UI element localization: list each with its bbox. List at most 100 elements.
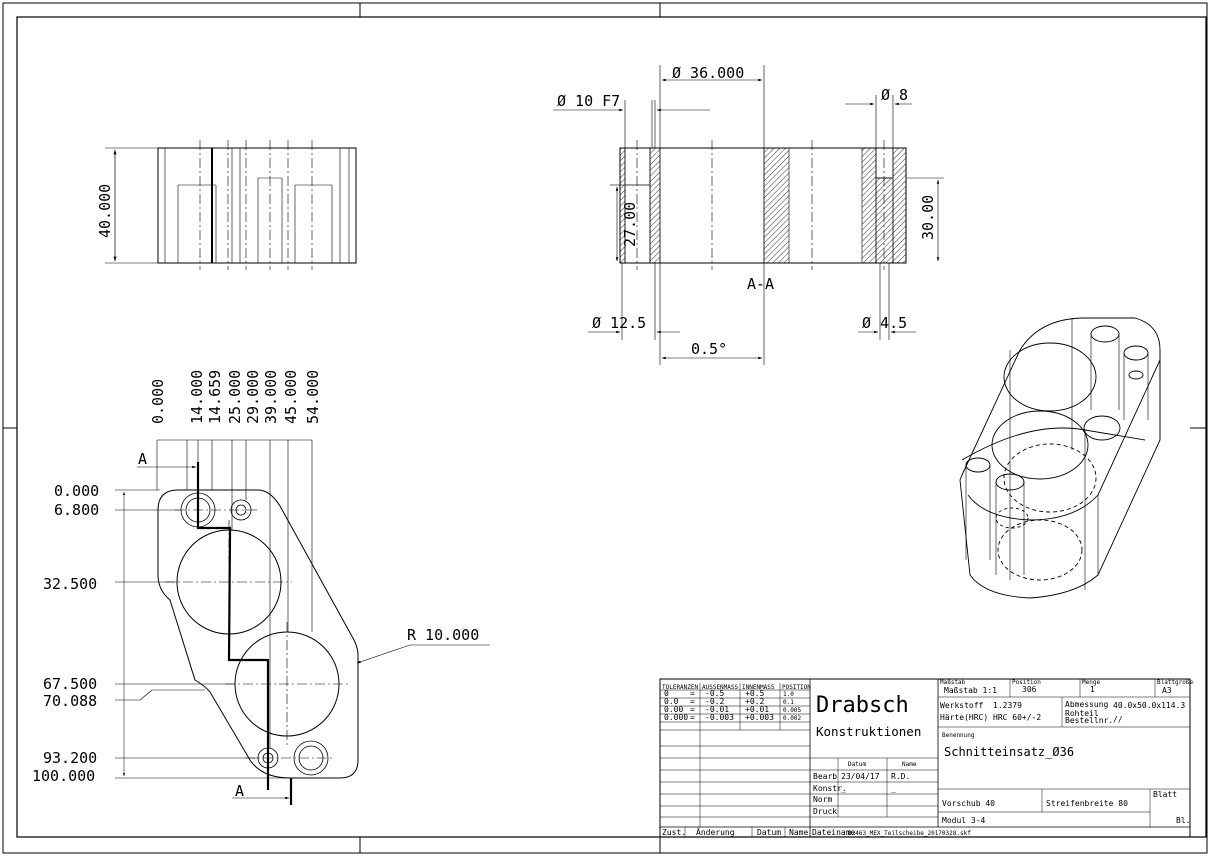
- radius-dim: R 10.000: [407, 626, 479, 644]
- konstr-label: Konstr.: [813, 784, 847, 793]
- datum-label: Datum: [757, 828, 781, 837]
- x-coord-2: 14.659: [206, 370, 224, 424]
- tol-row2-key: 0.00: [664, 705, 683, 714]
- company-subtitle: Konstruktionen: [816, 724, 921, 739]
- blattgroesse-value: A3: [1162, 686, 1172, 695]
- tol-row2-eq: =: [690, 705, 695, 714]
- title-block: [659, 678, 1191, 838]
- y-coord-5: 93.200: [43, 749, 97, 767]
- druck-label: Druck: [813, 807, 837, 816]
- zust-label: Zust.: [662, 828, 686, 837]
- bearb-datum: 23/04/17: [841, 772, 880, 781]
- tol-row0-eq: =: [690, 689, 695, 698]
- dateiname-label: Dateiname: [812, 828, 856, 837]
- section-dim-depth-left: 27.00: [621, 202, 639, 247]
- x-coord-3: 25.000: [226, 370, 244, 424]
- y-coord-0: 0.000: [54, 482, 99, 500]
- streifenbreite: Streifenbreite 80: [1046, 799, 1128, 808]
- bl-label: Bl.: [1176, 816, 1190, 825]
- y-coord-4: 70.088: [43, 692, 97, 710]
- abmessung-value: 40.0x50.0x114.3: [1113, 701, 1185, 710]
- massstab-label: Maßstab: [940, 679, 966, 686]
- bestellnr-label: Bestellnr.: [1065, 716, 1113, 725]
- datum-header: Datum: [848, 761, 866, 768]
- tol-row0-pos: 1.0: [783, 691, 794, 698]
- tol-row2-out: -0.01: [705, 705, 729, 714]
- blattgroesse-label: Blattgröße: [1157, 679, 1194, 686]
- x-coord-4: 29.000: [244, 370, 262, 424]
- werkstoff-label: Werkstoff: [940, 701, 984, 710]
- section-dim-depth-right: 30.00: [919, 195, 937, 240]
- section-dim-top: Ø 36.000: [672, 64, 744, 82]
- tol-header-2: INNENMASS: [742, 684, 775, 691]
- tol-row0-in: +0.5: [745, 689, 764, 698]
- bearb-name: R.D.: [891, 772, 910, 781]
- section-label: A-A: [747, 275, 774, 293]
- y-coord-3: 67.500: [43, 675, 97, 693]
- name-label: Name: [789, 828, 808, 837]
- tol-row3-key: 0.000: [664, 713, 688, 722]
- menge-label: Menge: [1082, 679, 1100, 686]
- tol-row0-key: 0: [664, 689, 669, 698]
- haerte-value: HRC 60+/-2: [993, 713, 1041, 722]
- front-height-dim: 40.000: [96, 184, 114, 238]
- x-coord-6: 45.000: [282, 370, 300, 424]
- y-coord-1: 6.800: [54, 501, 99, 519]
- position-value: 306: [1022, 685, 1037, 694]
- y-coord-2: 32.500: [43, 575, 97, 593]
- tol-header-0: TOLERANZEN: [662, 684, 699, 691]
- x-coord-7: 54.000: [304, 370, 322, 424]
- tol-row1-out: -0.2: [705, 697, 724, 706]
- rohteil-label: Rohteil: [1065, 709, 1099, 718]
- isometric-view: [959, 317, 1161, 599]
- vorschub: Vorschub 40: [942, 799, 995, 808]
- konstr-datum: _: [841, 784, 846, 793]
- tolerance-table: TOLERANZEN AUSSENMASS INNENMASS POSITION…: [662, 684, 811, 722]
- modul: Modul 3-4: [942, 816, 986, 825]
- x-coord-1: 14.000: [188, 370, 206, 424]
- section-view: [553, 65, 944, 365]
- menge-value: 1: [1090, 685, 1095, 694]
- section-dim-bottom-left: Ø 12.5: [592, 314, 646, 332]
- company-name: Drabsch: [816, 693, 909, 718]
- bearb-label: Bearb: [813, 772, 837, 781]
- konstr-name: _: [891, 784, 896, 793]
- section-marker-top: A: [138, 450, 147, 468]
- dateiname-value: 82463_MEX_Teilscheibe_20170328.skf: [848, 830, 971, 837]
- y-coord-6: 100.000: [32, 767, 95, 785]
- benennung-value: Schnitteinsatz_Ø36: [944, 745, 1074, 759]
- section-dim-bottom-right: Ø 4.5: [862, 314, 907, 332]
- tol-row3-eq: =: [690, 713, 695, 722]
- tol-row3-in: +0.003: [745, 713, 774, 722]
- werkstoff-value: 1.2379: [993, 701, 1022, 710]
- tol-row1-key: 0.0: [664, 697, 679, 706]
- tol-row1-eq: =: [690, 697, 695, 706]
- tol-row3-out: -0.003: [705, 713, 734, 722]
- massstab-value: Maßstab 1:1: [944, 686, 997, 695]
- tol-header-1: AUSSENMASS: [702, 684, 739, 691]
- bestellnr-value: //: [1113, 715, 1123, 724]
- section-dim-angle: 0.5°: [691, 340, 727, 358]
- position-label: Position: [1012, 679, 1041, 686]
- tol-row1-pos: 0.1: [783, 699, 794, 706]
- blatt-label: Blatt: [1153, 790, 1177, 799]
- section-dim-bore-left: Ø 10 F7: [557, 92, 620, 110]
- abmessung-label: Abmessung: [1065, 700, 1109, 709]
- tol-row0-out: -0.5: [705, 689, 724, 698]
- plan-view: [115, 439, 490, 805]
- norm-label: Norm: [813, 795, 832, 804]
- name-header: Name: [902, 761, 917, 768]
- benennung-label: Benennung: [942, 732, 975, 739]
- haerte-label: Härte(HRC): [940, 713, 988, 722]
- section-marker-bottom: A: [235, 782, 244, 800]
- tol-row1-in: +0.2: [745, 697, 764, 706]
- aenderung-label: Änderung: [696, 827, 735, 837]
- tol-header-3: POSITION: [782, 684, 811, 691]
- tol-row2-pos: 0.005: [783, 707, 801, 714]
- section-dim-bore-right: Ø 8: [881, 86, 908, 104]
- tol-row3-pos: 0.002: [783, 715, 801, 722]
- front-view: [105, 140, 357, 270]
